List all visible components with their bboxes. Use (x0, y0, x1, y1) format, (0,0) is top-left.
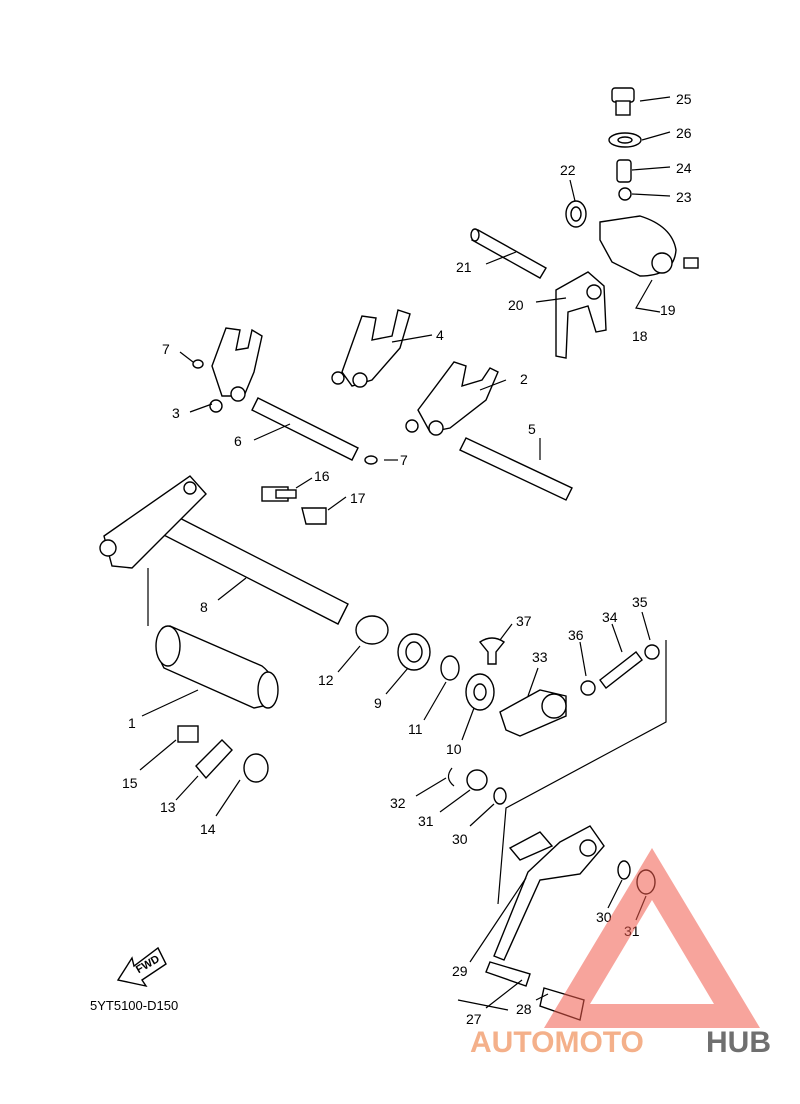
watermark-text-part2: HUB (706, 1026, 771, 1059)
label-3: 3 (172, 405, 180, 421)
label-24: 24 (676, 160, 692, 176)
label-30-right: 30 (596, 909, 612, 925)
label-7-top: 7 (162, 341, 170, 357)
watermark (544, 848, 760, 1028)
label-5: 5 (528, 421, 536, 437)
label-19: 19 (660, 302, 676, 318)
label-17: 17 (350, 490, 366, 506)
label-1: 1 (128, 715, 136, 731)
label-34: 34 (602, 609, 618, 625)
label-2: 2 (520, 371, 528, 387)
label-15: 15 (122, 775, 138, 791)
label-13: 13 (160, 799, 176, 815)
label-33: 33 (532, 649, 548, 665)
label-7-mid: 7 (400, 452, 408, 468)
label-14: 14 (200, 821, 216, 837)
label-16: 16 (314, 468, 330, 484)
label-20: 20 (508, 297, 524, 313)
parts-art (99, 87, 699, 1021)
label-30-left: 30 (452, 831, 468, 847)
label-9: 9 (374, 695, 382, 711)
label-32: 32 (390, 795, 406, 811)
label-28: 28 (516, 1001, 532, 1017)
label-35: 35 (632, 594, 648, 610)
label-12: 12 (318, 672, 334, 688)
label-21: 21 (456, 259, 472, 275)
label-18: 18 (632, 328, 648, 344)
label-25: 25 (676, 91, 692, 107)
label-10: 10 (446, 741, 462, 757)
label-27: 27 (466, 1011, 482, 1027)
label-26: 26 (676, 125, 692, 141)
watermark-text-part1: AUTOMOTO (470, 1026, 644, 1059)
label-11: 11 (408, 721, 423, 737)
leader-lines (139, 96, 671, 1009)
label-23: 23 (676, 189, 692, 205)
label-8: 8 (200, 599, 208, 615)
label-4: 4 (436, 327, 444, 343)
label-6: 6 (234, 433, 242, 449)
label-37: 37 (516, 613, 532, 629)
diagram-code: 5YT5100-D150 (90, 998, 178, 1013)
label-29: 29 (452, 963, 468, 979)
label-22: 22 (560, 162, 576, 178)
label-31-left: 31 (418, 813, 434, 829)
watermark-triangle-icon (544, 848, 760, 1028)
label-36: 36 (568, 627, 584, 643)
